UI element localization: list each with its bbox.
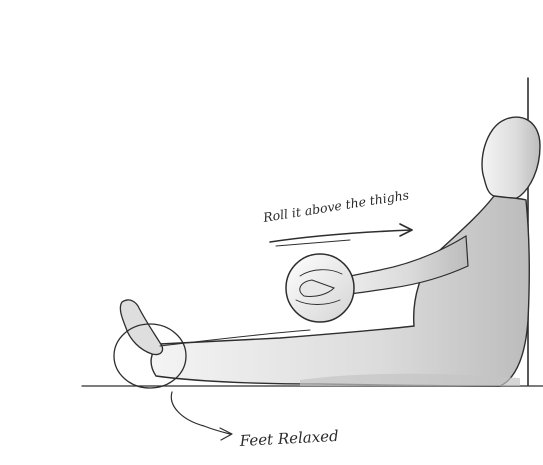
figure-foot: [120, 300, 162, 355]
feet-annotation: Feet Relaxed: [238, 427, 339, 450]
figure-head: [482, 117, 540, 200]
feet-arrow: [171, 392, 232, 440]
seated-figure: [120, 117, 540, 386]
roll-arrow: [270, 224, 412, 246]
roll-annotation: Roll it above the thighs: [261, 187, 410, 225]
